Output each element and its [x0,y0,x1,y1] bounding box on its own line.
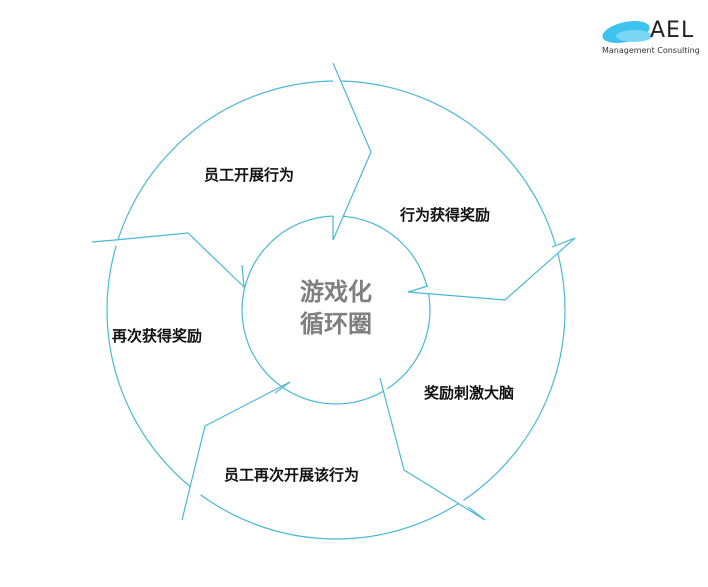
center-title: 游戏化 循环圈 [286,276,386,340]
arrow-1 [332,62,372,241]
step-label-2: 行为获得奖励 [400,206,491,224]
company-logo: AEL Management Consulting [596,14,706,64]
arrow-5 [91,232,245,289]
step-label-3: 奖励刺激大脑 [424,384,515,402]
logo-subtitle: Management Consulting [602,46,700,55]
center-title-line2: 循环圈 [300,310,372,338]
arrow-3 [379,377,486,521]
step-label-4: 员工再次开展该行为 [224,466,360,484]
step-label-1: 员工开展行为 [204,166,295,184]
arrow-2 [407,237,576,301]
center-title-line1: 游戏化 [300,278,372,306]
logo-brand: AEL [650,18,695,43]
arrow-4 [181,381,291,521]
logo-swoosh-icon [602,21,652,43]
step-label-5: 再次获得奖励 [112,327,203,345]
